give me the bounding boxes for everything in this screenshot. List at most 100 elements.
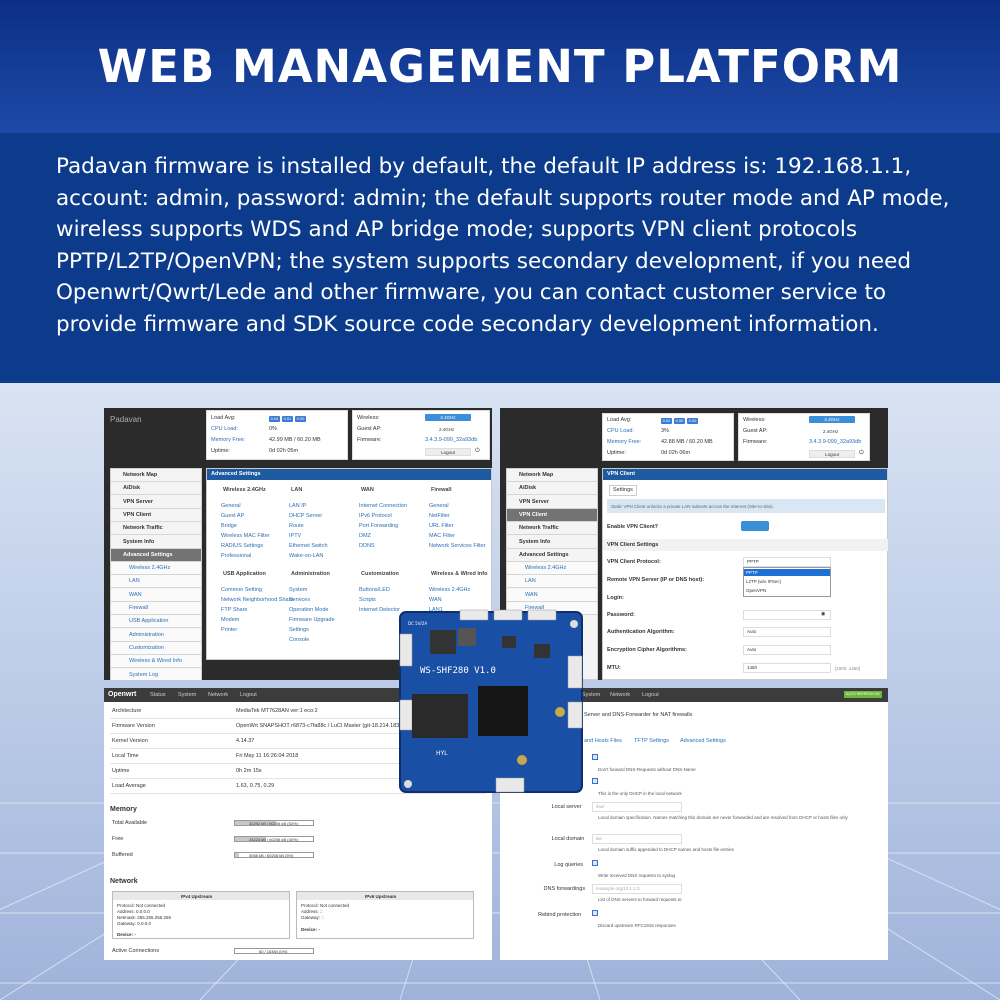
settings-link[interactable]: Wireless 2.4GHz	[429, 587, 471, 593]
settings-link[interactable]: Buttons/LED	[359, 587, 390, 593]
menu-network[interactable]: Network	[208, 692, 229, 698]
firmware-value[interactable]: 3.4.3.9-099_32a93db	[425, 437, 478, 443]
field-input[interactable]: /lan/	[592, 802, 682, 812]
field-input[interactable]: /example.org/10.1.2.3	[592, 884, 682, 894]
sidebar-item[interactable]: System Info	[507, 535, 597, 549]
settings-link[interactable]: FTP Share	[221, 607, 248, 613]
settings-link[interactable]: Firmware Upgrade	[289, 617, 335, 623]
guest-ap-value[interactable]: 2.4GHz	[439, 427, 455, 432]
settings-link[interactable]: NetFilter	[429, 513, 450, 519]
tab-settings[interactable]: Settings	[609, 485, 637, 496]
settings-link[interactable]: LAN1	[429, 607, 443, 613]
sidebar-item[interactable]: Advanced Settings	[111, 548, 201, 562]
settings-link[interactable]: IPTV	[289, 533, 302, 539]
sidebar-item[interactable]: Customization	[111, 641, 201, 655]
guest-ap-value-2[interactable]: 2.4GHz	[823, 429, 839, 434]
settings-link[interactable]: LAN IP	[289, 503, 307, 509]
auto-refresh-badge[interactable]: AUTO REFRESH ON	[844, 691, 882, 698]
field-checkbox[interactable]	[592, 860, 598, 866]
tab-tftp[interactable]: TFTP Settings	[634, 738, 670, 744]
settings-link[interactable]: Scripts	[359, 597, 376, 603]
openwrt-brand[interactable]: Openwrt	[108, 691, 137, 698]
sidebar-item[interactable]: Wireless 2.4GHz	[111, 562, 201, 576]
settings-link[interactable]: DMZ	[359, 533, 371, 539]
settings-link[interactable]: Common Setting	[221, 587, 262, 593]
settings-link[interactable]: IPv6 Protocol	[359, 513, 392, 519]
sidebar-item[interactable]: System Log	[111, 668, 201, 680]
option-pptp[interactable]: PPTP	[744, 569, 830, 576]
mtu-input[interactable]: 1450	[743, 663, 831, 673]
cipher-select[interactable]: Auto	[743, 645, 831, 655]
settings-link[interactable]: Network Services Filter	[429, 543, 486, 549]
sidebar-item[interactable]: Administration	[111, 628, 201, 642]
sidebar-item[interactable]: WAN	[507, 588, 597, 602]
settings-link[interactable]: Modem	[221, 617, 240, 623]
sidebar-item[interactable]: WAN	[111, 588, 201, 602]
option-openvpn[interactable]: OpenVPN	[746, 588, 767, 593]
logout-button[interactable]: Logout	[425, 448, 471, 456]
settings-link[interactable]: Ethernet Switch	[289, 543, 328, 549]
option-l2tp[interactable]: L2TP (w/o IPSec)	[746, 579, 782, 584]
settings-link[interactable]: General	[221, 503, 241, 509]
settings-link[interactable]: Network Neighborhood Share	[221, 597, 294, 603]
settings-link[interactable]: DDNS	[359, 543, 375, 549]
settings-link[interactable]: DHCP Server	[289, 513, 323, 519]
sidebar-item[interactable]: VPN Server	[111, 495, 201, 509]
settings-link[interactable]: MAC Filter	[429, 533, 455, 539]
tab-advanced[interactable]: Advanced Settings	[680, 738, 726, 744]
settings-link[interactable]: Internet Detector	[359, 607, 400, 613]
sidebar-item[interactable]: Advanced Settings	[507, 548, 597, 562]
enable-vpn-toggle[interactable]	[741, 521, 769, 531]
menu-network-2[interactable]: Network	[610, 692, 631, 698]
field-checkbox[interactable]	[592, 778, 598, 784]
sidebar-item[interactable]: USB Application	[111, 615, 201, 629]
wireless-2g-button-2[interactable]: 2.4GHz	[809, 416, 855, 423]
sidebar-item[interactable]: Network Traffic	[111, 522, 201, 536]
sidebar-item[interactable]: VPN Server	[507, 495, 597, 509]
settings-link[interactable]: Bridge	[221, 523, 237, 529]
menu-system-2[interactable]: System	[582, 692, 601, 698]
settings-link[interactable]: System	[289, 587, 308, 593]
settings-link[interactable]: Wake-on-LAN	[289, 553, 324, 559]
sidebar-item[interactable]: LAN	[507, 575, 597, 589]
sidebar-item[interactable]: Network Traffic	[507, 522, 597, 536]
settings-link[interactable]: General	[429, 503, 449, 509]
sidebar-item[interactable]: System Info	[111, 535, 201, 549]
settings-link[interactable]: URL Filter	[429, 523, 454, 529]
sidebar-item[interactable]: Network Map	[507, 469, 597, 482]
field-input[interactable]: lan	[592, 834, 682, 844]
tab-hosts-files[interactable]: and Hosts Files	[584, 738, 622, 744]
sidebar-item[interactable]: VPN Client	[507, 508, 597, 522]
settings-link[interactable]: Console	[289, 637, 310, 643]
settings-link[interactable]: Route	[289, 523, 304, 529]
settings-link[interactable]: Printer	[221, 627, 238, 633]
settings-link[interactable]: RADIUS Settings	[221, 543, 264, 549]
sidebar-item[interactable]: Wireless & Wired Info	[111, 655, 201, 669]
eye-icon[interactable]: ◉	[821, 611, 826, 617]
wireless-2g-button[interactable]: 2.4GHz	[425, 414, 471, 421]
memory-free-link-2[interactable]: Memory Free:	[607, 439, 642, 445]
settings-link[interactable]: Professional	[221, 553, 252, 559]
menu-logout[interactable]: Logout	[240, 692, 257, 698]
settings-link[interactable]: Internet Connection	[359, 503, 408, 509]
reboot-icon-2[interactable]: ⏻	[859, 450, 864, 456]
settings-link[interactable]: Settings	[289, 627, 309, 633]
settings-link[interactable]: WAN	[429, 597, 442, 603]
logout-button-2[interactable]: Logout	[809, 450, 855, 458]
settings-link[interactable]: Guest AP	[221, 513, 245, 519]
sidebar-item[interactable]: AiDisk	[111, 482, 201, 496]
sidebar-item[interactable]: Wireless 2.4GHz	[507, 562, 597, 576]
sidebar-item[interactable]: Firewall	[111, 602, 201, 615]
settings-link[interactable]: Operation Mode	[289, 607, 329, 613]
firmware-value-2[interactable]: 3.4.3.9-099_32a93db	[809, 439, 862, 445]
auth-select[interactable]: Auto	[743, 627, 831, 637]
password-input[interactable]	[743, 610, 831, 620]
sidebar-item[interactable]: LAN	[111, 575, 201, 589]
cpu-load-link[interactable]: CPU Load:	[211, 426, 238, 432]
memory-free-link[interactable]: Memory Free:	[211, 437, 246, 443]
sidebar-item[interactable]: Network Map	[111, 469, 201, 482]
menu-logout-2[interactable]: Logout	[642, 692, 659, 698]
field-checkbox[interactable]	[592, 910, 598, 916]
menu-system[interactable]: System	[178, 692, 197, 698]
sidebar-item[interactable]: VPN Client	[111, 508, 201, 522]
